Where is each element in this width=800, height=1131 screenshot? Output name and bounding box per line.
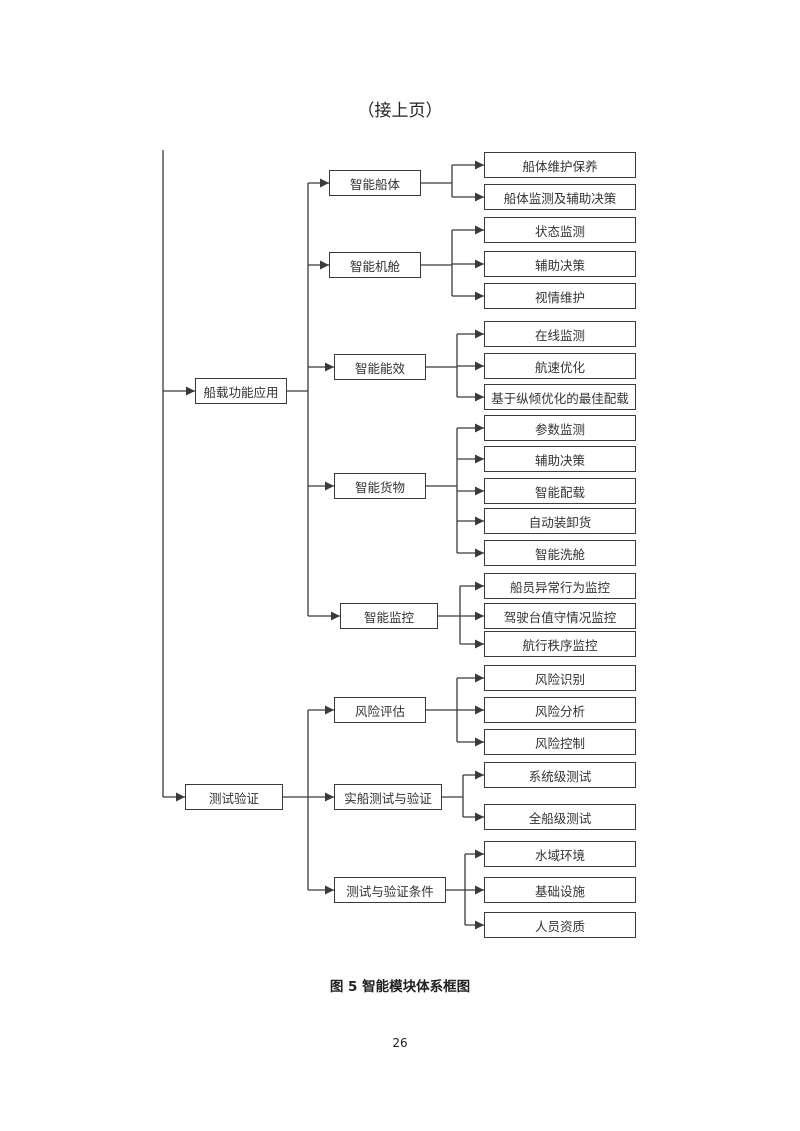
- function-box: 基于纵倾优化的最佳配载: [484, 384, 636, 410]
- function-box: 驾驶台值守情况监控: [484, 603, 636, 629]
- module-box: 智能监控: [340, 603, 438, 629]
- continued-label: （接上页）: [357, 101, 443, 121]
- function-box: 水域环境: [484, 841, 636, 867]
- function-box: 航行秩序监控: [484, 631, 636, 657]
- function-box: 基础设施: [484, 877, 636, 903]
- function-box: 状态监测: [484, 217, 636, 243]
- function-box: 风险控制: [484, 729, 636, 755]
- function-box: 视情维护: [484, 283, 636, 309]
- module-box: 智能货物: [334, 473, 426, 499]
- function-box: 人员资质: [484, 912, 636, 938]
- group-box: 测试验证: [185, 784, 283, 810]
- module-box: 智能能效: [334, 354, 426, 380]
- function-box: 智能洗舱: [484, 540, 636, 566]
- function-box: 船员异常行为监控: [484, 573, 636, 599]
- function-box: 全船级测试: [484, 804, 636, 830]
- function-box: 参数监测: [484, 415, 636, 441]
- function-box: 智能配载: [484, 478, 636, 504]
- module-box: 智能船体: [329, 170, 421, 196]
- module-box: 智能机舱: [329, 252, 421, 278]
- function-box: 自动装卸货: [484, 508, 636, 534]
- function-box: 船体监测及辅助决策: [484, 184, 636, 210]
- function-box: 船体维护保养: [484, 152, 636, 178]
- module-box: 实船测试与验证: [334, 784, 442, 810]
- group-box: 船载功能应用: [195, 378, 287, 404]
- function-box: 系统级测试: [484, 762, 636, 788]
- function-box: 风险识别: [484, 665, 636, 691]
- page-number: 26: [392, 1036, 408, 1050]
- module-box: 风险评估: [334, 697, 426, 723]
- function-box: 风险分析: [484, 697, 636, 723]
- function-box: 辅助决策: [484, 251, 636, 277]
- function-box: 航速优化: [484, 353, 636, 379]
- function-box: 辅助决策: [484, 446, 636, 472]
- connector-lines: [162, 150, 484, 930]
- module-box: 测试与验证条件: [334, 877, 446, 903]
- figure-caption: 图 5 智能模块体系框图: [329, 979, 471, 995]
- function-box: 在线监测: [484, 321, 636, 347]
